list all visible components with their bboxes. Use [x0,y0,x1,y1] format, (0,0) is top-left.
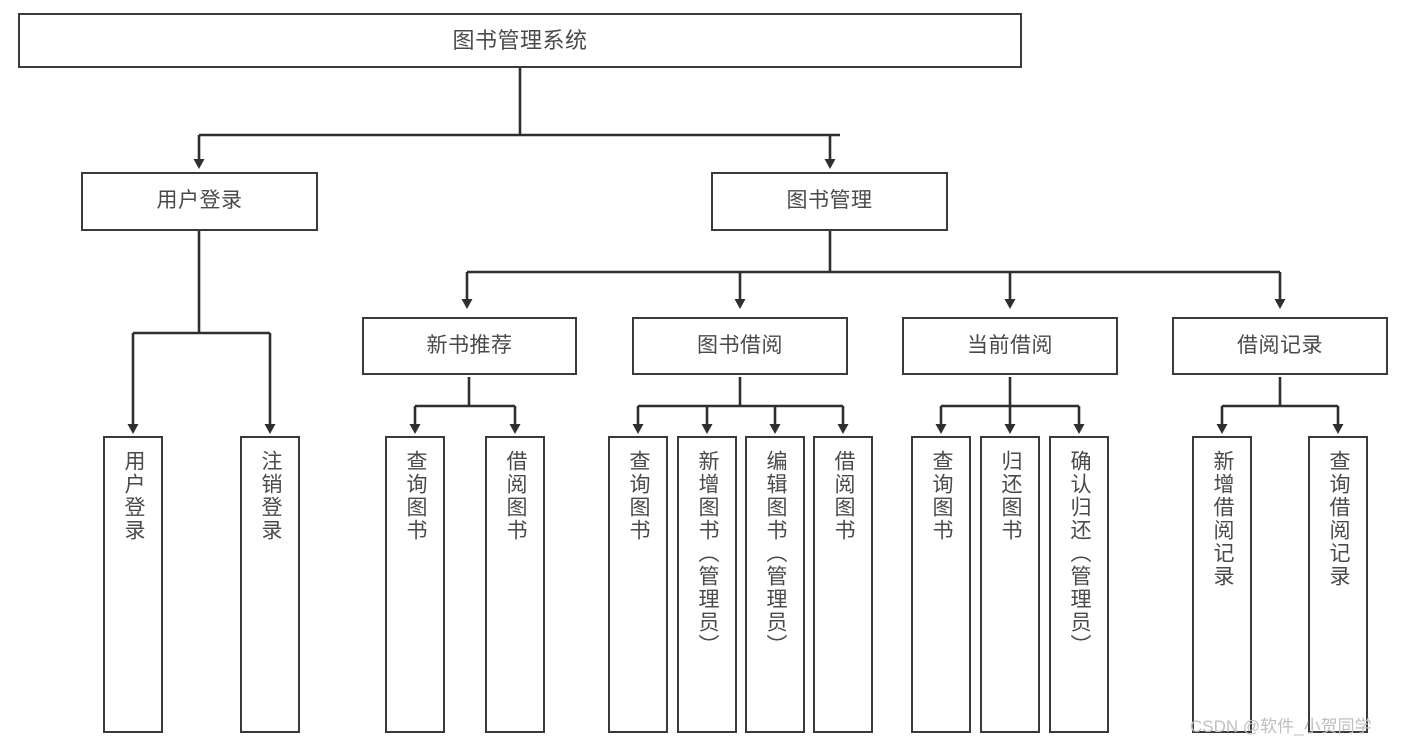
node-label: 借阅记录 [1237,333,1323,357]
leaf-user-login-signout[interactable]: 注销登录 [240,436,300,733]
node-label: 查询图书 [627,450,651,542]
leaf-current-query-book[interactable]: 查询图书 [911,436,971,733]
node-label: 新增图书（管理员） [696,450,720,657]
node-label: 编辑图书（管理员） [764,450,788,657]
leaf-current-confirm-return-admin[interactable]: 确认归还（管理员） [1049,436,1109,733]
leaf-borrow-query-book[interactable]: 查询图书 [608,436,668,733]
node-label: 图书借阅 [697,333,783,357]
node-label: 确认归还（管理员） [1068,450,1092,657]
csdn-watermark: CSDN @软件_小贺同学 [1190,717,1372,736]
node-root-system[interactable]: 图书管理系统 [18,13,1022,68]
node-label: 查询图书 [930,450,954,542]
node-label: 新增借阅记录 [1211,450,1235,588]
leaf-current-return-book[interactable]: 归还图书 [980,436,1040,733]
leaf-borrow-edit-book-admin[interactable]: 编辑图书（管理员） [745,436,805,733]
leaf-record-query-record[interactable]: 查询借阅记录 [1308,436,1368,733]
node-new-book-recommend[interactable]: 新书推荐 [362,317,577,375]
node-label: 图书管理 [786,189,873,213]
node-label: 新书推荐 [426,333,513,357]
node-label: 借阅图书 [832,450,856,542]
node-book-borrow[interactable]: 图书借阅 [632,317,848,375]
node-book-management[interactable]: 图书管理 [711,172,948,231]
node-label: 查询图书 [404,450,428,542]
leaf-user-login-signin[interactable]: 用户登录 [103,436,163,733]
leaf-recommend-borrow-book[interactable]: 借阅图书 [485,436,545,733]
node-label: 用户登录 [122,450,146,542]
leaf-record-add-record[interactable]: 新增借阅记录 [1192,436,1252,733]
node-borrow-record[interactable]: 借阅记录 [1172,317,1388,375]
node-label: 归还图书 [999,450,1023,542]
node-label: 当前借阅 [967,333,1053,357]
node-current-borrow[interactable]: 当前借阅 [902,317,1118,375]
leaf-borrow-borrow-book[interactable]: 借阅图书 [813,436,873,733]
node-label: 借阅图书 [504,450,528,542]
leaf-borrow-add-book-admin[interactable]: 新增图书（管理员） [677,436,737,733]
node-user-login[interactable]: 用户登录 [81,172,318,231]
node-label: 查询借阅记录 [1327,450,1351,588]
leaf-recommend-query-book[interactable]: 查询图书 [385,436,445,733]
node-label: 用户登录 [156,189,243,213]
node-label: 图书管理系统 [452,27,588,53]
node-label: 注销登录 [259,450,283,542]
